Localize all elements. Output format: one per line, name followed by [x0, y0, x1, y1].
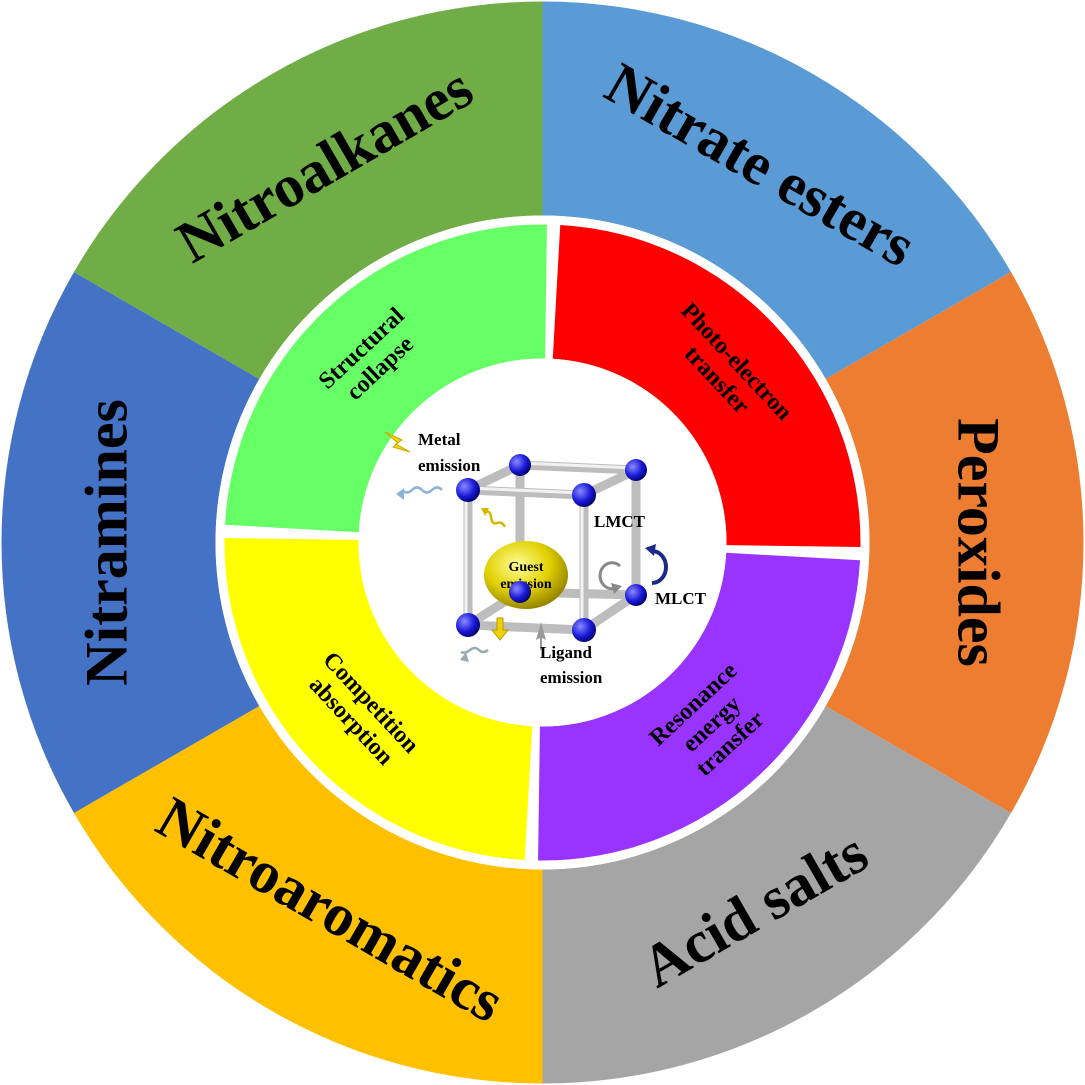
- arrowhead-icon: [611, 583, 622, 594]
- wavy-arrow-icon: [460, 646, 489, 654]
- metal-node: [625, 459, 647, 481]
- up-arrow-icon: [536, 622, 546, 650]
- inner-segment-resonance-energy-transfer: [538, 552, 861, 861]
- metal-node: [456, 478, 480, 502]
- arrowhead-icon: [460, 652, 469, 662]
- outer-segment-nitroaromatics: [73, 706, 543, 1084]
- arrowhead-icon: [396, 488, 404, 500]
- mlct-label: MLCT: [655, 589, 707, 608]
- arrowhead-icon: [481, 508, 489, 516]
- guest-emission-line1: Guest: [509, 560, 544, 575]
- inner-ring: Photo-electrontransferResonanceenergytra…: [224, 224, 861, 861]
- outer-segment-nitrate-esters: [542, 1, 1012, 379]
- metal-emission-line1: Metal: [418, 430, 461, 449]
- wavy-arrow-icon: [484, 510, 507, 528]
- inner-segment-photo-electron-transfer: [552, 224, 861, 547]
- mlct-arrow-icon: [651, 549, 668, 585]
- outer-segment-nitroalkanes: [73, 1, 543, 379]
- guest-sphere: [484, 541, 568, 609]
- down-arrow-icon: [490, 617, 510, 641]
- metal-node: [625, 584, 647, 606]
- outer-segment-peroxides: [825, 272, 1084, 813]
- inner-segment-competition-absorption: [224, 538, 533, 861]
- wavy-arrow-icon: [401, 486, 443, 494]
- lightning-icon: [384, 431, 411, 453]
- mof-cube-illustration: Guest emission Metal emission: [384, 430, 707, 687]
- metal-node: [572, 618, 596, 642]
- outer-segment-acid-salts: [542, 706, 1012, 1084]
- metal-emission-line2: emission: [418, 456, 481, 475]
- outer-segment-nitramines: [1, 272, 260, 813]
- lmct-label: LMCT: [594, 512, 646, 531]
- inner-segment-structural-collapse: [224, 224, 547, 533]
- lmct-arrow-icon: [598, 561, 622, 591]
- metal-node: [509, 454, 531, 476]
- metal-node: [509, 581, 531, 603]
- outer-label-peroxides: Peroxides: [946, 418, 1012, 667]
- metal-node: [572, 483, 596, 507]
- metal-node: [456, 613, 480, 637]
- arrowhead-icon: [645, 544, 656, 556]
- ligand-emission-line2: emission: [540, 668, 603, 687]
- ligand-emission-line1: Ligand: [540, 643, 593, 662]
- outer-label-nitramines: Nitramines: [73, 399, 139, 686]
- center-disk: [358, 358, 727, 727]
